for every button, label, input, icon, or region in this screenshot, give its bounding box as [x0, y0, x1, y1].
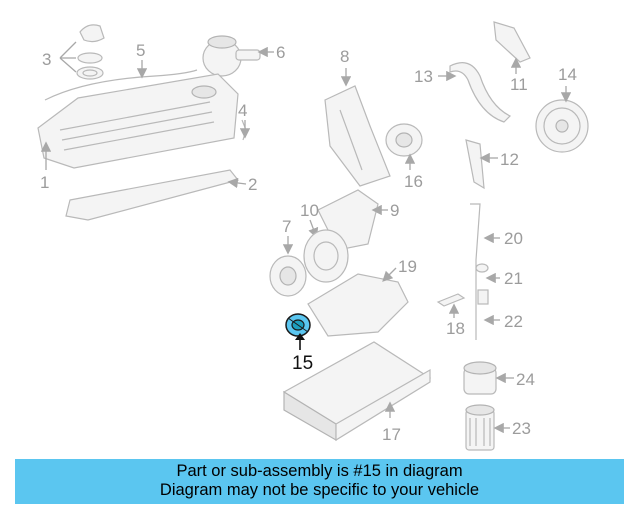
callout-17: 17: [382, 425, 401, 444]
part-1-valve-cover[interactable]: [37, 73, 239, 169]
callout-11: 11: [510, 75, 528, 94]
part-5-gasket[interactable]: [44, 69, 198, 101]
callout-23: 23: [512, 419, 531, 438]
callout-5: 5: [136, 41, 145, 60]
banner-line-1: Part or sub-assembly is #15 in diagram: [176, 462, 463, 480]
part-3-filler-cap[interactable]: [76, 24, 105, 80]
callout-12: 12: [500, 150, 519, 169]
part-24-filter-housing[interactable]: [463, 361, 497, 395]
callout-15: 15: [292, 353, 313, 374]
part-dipstick[interactable]: [470, 203, 489, 340]
callout-6: 6: [276, 43, 285, 62]
callout-3: 3: [42, 50, 51, 69]
callout-24: 24: [516, 370, 535, 389]
callout-18: 18: [446, 319, 465, 338]
callout-19: 19: [398, 257, 417, 276]
part-6-breather[interactable]: [202, 35, 261, 77]
callout-16: 16: [404, 172, 423, 191]
callout-20: 20: [504, 229, 523, 248]
part-14-sprocket[interactable]: [535, 99, 589, 153]
callout-14: 14: [558, 65, 577, 84]
part-16-pulley[interactable]: [385, 123, 423, 157]
callout-7: 7: [282, 217, 291, 236]
callout-1: 1: [40, 173, 49, 192]
part-13-belt[interactable]: [449, 62, 512, 123]
part-18-sensor[interactable]: [436, 293, 466, 307]
callout-10: 10: [300, 201, 319, 220]
callout-9: 9: [390, 201, 399, 220]
callout-4: 4: [238, 101, 247, 120]
info-banner: Part or sub-assembly is #15 in diagram D…: [15, 459, 624, 504]
callout-22: 22: [504, 312, 523, 331]
part-23-oil-filter[interactable]: [465, 404, 495, 451]
part-12-guide[interactable]: [465, 139, 485, 190]
banner-line-2: Diagram may not be specific to your vehi…: [159, 481, 480, 499]
callout-13: 13: [414, 67, 433, 86]
part-11-cover[interactable]: [493, 21, 531, 63]
part-7-crank-pulley[interactable]: [269, 229, 349, 297]
part-19-baffle[interactable]: [307, 273, 409, 337]
part-8-timing-cover[interactable]: [324, 85, 391, 187]
callout-2: 2: [248, 175, 257, 194]
exploded-parts-diagram: 3 5 6 1 4 2 8 16 11 13: [37, 21, 589, 451]
part-2-cover-gasket[interactable]: [65, 169, 240, 221]
part-17-oil-pan[interactable]: [282, 341, 432, 442]
callout-8: 8: [340, 47, 349, 66]
part-15-highlighted[interactable]: [285, 313, 311, 337]
callout-21: 21: [504, 269, 523, 288]
